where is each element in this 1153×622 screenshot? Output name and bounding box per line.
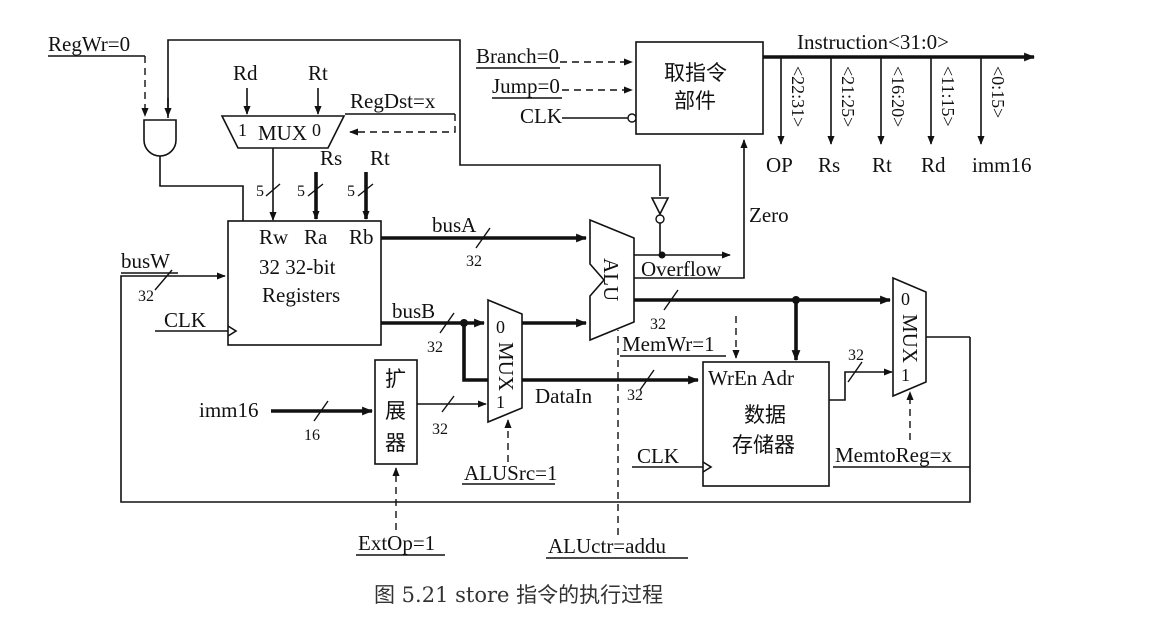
svg-text:5: 5 [297, 183, 305, 200]
regfile-title-2: Registers [262, 283, 340, 307]
extop-label: ExtOp=1 [358, 531, 435, 555]
imm16-label: imm16 [199, 398, 259, 422]
svg-text:1: 1 [496, 392, 505, 412]
field-op: OP [766, 153, 793, 177]
field-rt: Rt [872, 153, 892, 177]
mem-out-wire [829, 368, 893, 401]
rw-port: Rw [259, 225, 289, 249]
clk-mem-label: CLK [637, 444, 679, 468]
svg-text:0: 0 [312, 120, 321, 140]
busb-label: busB [392, 299, 435, 323]
svg-text:0: 0 [496, 317, 505, 337]
svg-text:0: 0 [901, 289, 910, 309]
svg-text:32: 32 [466, 253, 482, 270]
svg-text:1: 1 [901, 365, 910, 385]
busw-label: busW [121, 249, 170, 273]
inverter-gate [650, 197, 670, 216]
zero-label: Zero [749, 203, 789, 227]
extender-char-2: 展 [385, 399, 406, 423]
branch-label: Branch=0 [476, 44, 559, 68]
regdst-mux [220, 115, 346, 149]
regdst-mux-label: MUX [258, 121, 307, 145]
extender-char-1: 扩 [385, 367, 406, 391]
memwr-label: MemWr=1 [622, 332, 715, 356]
field-imm16: imm16 [972, 153, 1032, 177]
mem-title-1: 数据 [744, 403, 786, 427]
field-rs: Rs [818, 153, 840, 177]
svg-text:1: 1 [238, 120, 247, 140]
regdst-signal [349, 114, 456, 136]
ra-port: Ra [304, 225, 328, 249]
instruction-fields: <22:31> <21:25> <16:20> <11:15> <0:15> O… [766, 57, 1032, 177]
busa-label: busA [432, 213, 477, 237]
field-rt-bits: <16:20> [888, 66, 908, 127]
fetch-title-2: 部件 [674, 89, 716, 113]
memtoreg-mux-label: MUX [898, 314, 922, 363]
field-op-bits: <22:31> [788, 66, 808, 127]
aluctr-label: ALUctr=addu [548, 534, 666, 558]
rd-label: Rd [233, 61, 258, 85]
alusrc-label: ALUSrc=1 [464, 461, 558, 485]
instruction-label: Instruction<31:0> [797, 30, 949, 54]
field-rd-bits: <11:15> [938, 66, 958, 127]
overflow-feedback-wire [167, 39, 661, 196]
memtoreg-label: MemtoReg=x [835, 443, 952, 467]
alusrc-mux [487, 298, 523, 424]
figure-caption: 图 5.21 store 指令的执行过程 [374, 583, 663, 607]
svg-text:32: 32 [627, 387, 643, 404]
and-gate [143, 119, 177, 157]
clk-fetch-label: CLK [520, 104, 562, 128]
memtoreg-mux [892, 276, 927, 398]
svg-text:32: 32 [848, 347, 864, 364]
alu-label: ALU [599, 258, 623, 301]
rs-label: Rs [320, 146, 342, 170]
field-rd: Rd [921, 153, 946, 177]
rt-top-label: Rt [308, 61, 328, 85]
register-file [227, 220, 382, 346]
alusrc-mux-label: MUX [494, 342, 518, 391]
field-imm-bits: <0:15> [988, 66, 1008, 118]
rt-label: Rt [370, 146, 390, 170]
jump-label: Jump=0 [492, 74, 560, 98]
data-memory [702, 361, 830, 487]
busw-wire [120, 272, 971, 503]
svg-text:32: 32 [650, 316, 666, 333]
field-rs-bits: <21:25> [838, 66, 858, 127]
sign-extender [374, 359, 418, 465]
regdst-label: RegDst=x [350, 89, 436, 113]
zero-wire [634, 139, 748, 279]
regfile-title-1: 32 32-bit [259, 255, 336, 279]
instruction-fetch-unit [635, 41, 764, 135]
mem-title-2: 存储器 [732, 433, 795, 457]
datain-wire [462, 323, 700, 385]
extender-char-3: 器 [385, 431, 406, 455]
mem-ports-label: WrEn Adr [708, 366, 794, 390]
alu [589, 218, 635, 342]
clk-reg-label: CLK [164, 308, 206, 332]
svg-text:5: 5 [347, 183, 355, 200]
and-to-rw-wire [159, 156, 244, 222]
svg-text:5: 5 [256, 183, 264, 200]
svg-text:16: 16 [304, 427, 320, 444]
svg-text:32: 32 [427, 339, 443, 356]
svg-text:32: 32 [138, 288, 154, 305]
svg-text:32: 32 [432, 421, 448, 438]
fetch-title-1: 取指令 [664, 61, 727, 85]
regwr-label: RegWr=0 [48, 32, 130, 56]
datain-label: DataIn [535, 384, 593, 408]
rb-port: Rb [349, 225, 374, 249]
overflow-label: Overflow [641, 257, 722, 281]
